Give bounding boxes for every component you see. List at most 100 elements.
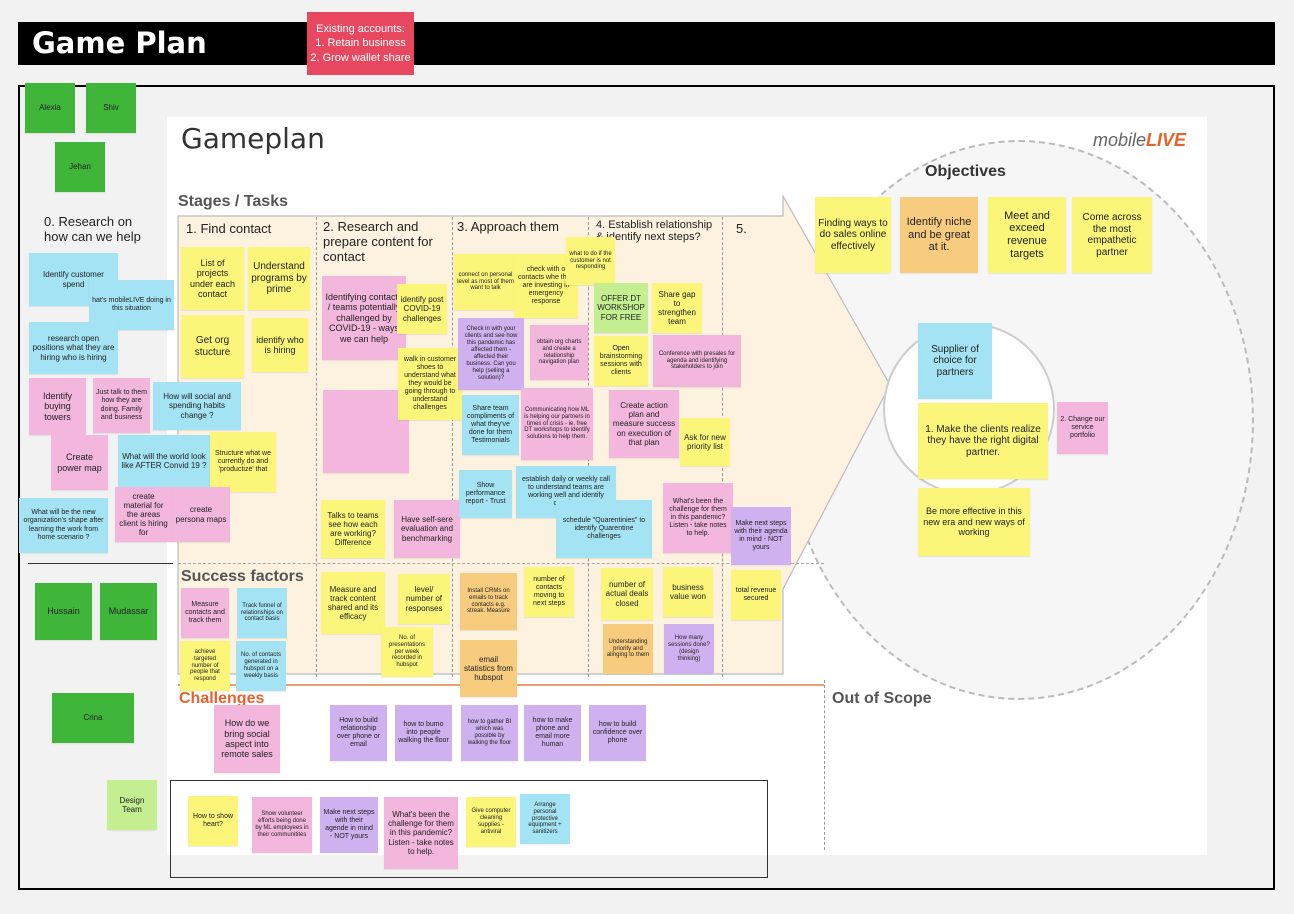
sticky-note[interactable]: total revenue secured [731, 570, 781, 620]
person-note-hussain[interactable]: Hussain [35, 583, 92, 640]
sticky-note[interactable]: What will the world look like AFTER Conv… [118, 435, 210, 487]
sticky-note[interactable]: Arrange personal protective equipment + … [520, 794, 570, 844]
sticky-note[interactable]: connect on personal level as most of the… [454, 254, 517, 310]
board-title: Gameplan [181, 122, 325, 155]
sticky-note[interactable]: obtain org charts and create a relations… [530, 325, 588, 380]
sticky-note[interactable]: Measure and track content shared and its… [321, 572, 385, 634]
sticky-note[interactable]: business value won [663, 567, 713, 617]
sticky-note[interactable]: Give computer cleaning supplies - antivi… [466, 797, 516, 847]
objective-note[interactable]: Come across the most empathetic partner [1072, 197, 1152, 273]
sticky-note[interactable]: Understand programs by prime [248, 247, 310, 310]
sticky-note[interactable]: No. of contacts generated in hubspot on … [236, 641, 286, 691]
objective-note[interactable]: Supplier of choice for partners [918, 323, 992, 399]
sticky-note[interactable]: how to build confidence over phone [589, 705, 646, 761]
sticky-note-blank[interactable] [323, 390, 409, 473]
sticky-note[interactable]: Create action plan and measure success o… [609, 390, 679, 458]
sticky-note[interactable]: Get org stucture [181, 315, 244, 378]
sticky-note[interactable]: achieve targeted number of people that r… [180, 641, 230, 691]
sticky-note[interactable]: Identifying contacts / teams potentially… [322, 276, 406, 360]
sticky-note[interactable]: hat's mobileLIVE doing in this situation [89, 280, 174, 330]
sticky-note[interactable]: identify post COVID-19 challenges [397, 284, 447, 334]
row-divider [28, 563, 173, 564]
sticky-note[interactable]: Show volunteer efforts being done by ML … [252, 797, 312, 853]
sticky-note[interactable]: Open brainstorming sessions with clients [594, 336, 648, 386]
objective-note[interactable]: 2. Change our service portfolio [1057, 402, 1108, 454]
sticky-note[interactable]: research open positions what they are hi… [29, 322, 118, 374]
sticky-note[interactable]: identify who is hiring [252, 318, 308, 372]
sticky-note[interactable]: Install CRMs on emails to track contacts… [460, 573, 517, 630]
sticky-note[interactable]: What's been the challenge for them in th… [663, 483, 733, 553]
sticky-note[interactable]: number of contacts moving to next steps [524, 567, 574, 617]
sticky-note[interactable]: what to do if the customer is not respon… [566, 237, 615, 285]
sticky-note[interactable]: Share team compliments of what they've d… [462, 395, 519, 455]
sticky-note[interactable]: OFFER DT WORKSHOP FOR FREE [594, 283, 648, 333]
sticky-note[interactable]: What's been the challenge for them in th… [384, 797, 458, 869]
sticky-note[interactable]: Show performance report - Trust [459, 470, 512, 518]
person-note-mudassar[interactable]: Mudassar [100, 583, 157, 640]
column-divider [316, 217, 317, 677]
sticky-note[interactable]: Check in with your clients and see how t… [458, 318, 524, 390]
out-of-scope-box [170, 780, 768, 878]
sticky-note[interactable]: How will social and spending habits chan… [153, 382, 241, 430]
sticky-note[interactable]: Ask for new priority list [680, 418, 730, 466]
sticky-note[interactable]: Share gap to strengthen team [652, 283, 702, 333]
logo-suffix: LIVE [1146, 130, 1187, 150]
sticky-note[interactable]: how to bumo into people walking the floo… [395, 705, 452, 761]
sticky-note[interactable]: create material for the areas client is … [115, 487, 172, 542]
objective-note[interactable]: Be more effective in this new era and ne… [918, 488, 1030, 556]
sticky-note[interactable]: Measure contacts and track them [181, 588, 229, 638]
existing-accounts-line1: Existing accounts: [316, 23, 405, 36]
sticky-note[interactable]: How to show heart? [188, 796, 238, 846]
sticky-note[interactable]: How many sessions done? (design thinking… [664, 624, 714, 674]
row-divider [178, 563, 824, 564]
sticky-note[interactable]: create persona maps [172, 487, 230, 542]
sticky-note[interactable]: Make next steps with their agende in min… [320, 797, 378, 853]
sticky-note[interactable]: Structure what we currently do and 'prod… [210, 432, 276, 492]
sticky-note[interactable]: List of projects under each contact [181, 247, 244, 310]
sticky-note[interactable]: number of actual deals closed [601, 568, 653, 620]
person-note-jehan[interactable]: Jehan [55, 142, 105, 192]
sticky-note[interactable]: Track funnel of relationships on contact… [237, 588, 287, 638]
header-bar [18, 22, 1275, 65]
out-of-scope-label: Out of Scope [832, 690, 932, 707]
sticky-note[interactable]: Make next steps with their agenda in min… [731, 507, 791, 565]
sticky-note[interactable]: Just talk to them how they are doing. Fa… [93, 378, 150, 433]
objective-note[interactable]: 1. Make the clients realize they have th… [918, 403, 1048, 479]
person-note-crina[interactable]: Crina [52, 693, 134, 743]
sticky-note[interactable]: Identify customer spend [29, 253, 118, 306]
sticky-note[interactable]: What will be the new organization's shap… [19, 498, 108, 553]
existing-accounts-line3: 2. Grow wallet share [310, 51, 411, 64]
existing-accounts-note[interactable]: Existing accounts: 1. Retain business 2.… [307, 12, 414, 75]
sticky-note[interactable]: Create power map [51, 435, 108, 490]
challenges-label: Challenges [179, 690, 265, 707]
objective-note[interactable]: Finding ways to do sales online effectiv… [815, 197, 891, 273]
column-divider [824, 680, 825, 850]
logo-prefix: mobile [1093, 130, 1147, 150]
person-note-shiv[interactable]: Shiv [86, 83, 136, 133]
person-note-alexia[interactable]: Alexia [25, 83, 75, 133]
objective-note[interactable]: Identify niche and be great at it. [900, 197, 978, 273]
sticky-note[interactable]: email statistics from hubspot [460, 640, 517, 697]
column-header-five: 5. [736, 221, 747, 236]
person-note-design-team[interactable]: Design Team [107, 780, 157, 830]
sticky-note[interactable]: level/ number of responses [398, 574, 450, 624]
page-title: Game Plan [32, 26, 207, 60]
column-header-approach: 3. Approach them [457, 219, 559, 234]
sticky-note[interactable]: Have self-sere evaluation and benchmarki… [394, 500, 460, 558]
sticky-note[interactable]: How to build relationship over phone or … [330, 705, 387, 761]
sticky-note[interactable]: schedule "Quarentinies" to identify Quar… [556, 500, 652, 558]
sticky-note[interactable]: Communicating how ML is helping our part… [521, 388, 593, 460]
sticky-note[interactable]: Conference with presales for agenda and … [653, 335, 741, 387]
column-header-research: 0. Research on how can we help [44, 214, 141, 244]
existing-accounts-line2: 1. Retain business [315, 37, 406, 50]
sticky-note[interactable]: Understanding priority and alinging to t… [603, 624, 653, 674]
sticky-note[interactable]: walk in customer shoes to understand wha… [398, 348, 462, 420]
sticky-note[interactable]: Talks to teams see how each are working?… [321, 500, 385, 558]
sticky-note[interactable]: How do we bring social aspect into remot… [214, 705, 280, 773]
sticky-note[interactable]: No. of presentations per week recorded i… [381, 627, 433, 677]
objective-note[interactable]: Meet and exceed revenue targets [988, 197, 1066, 273]
sticky-note[interactable]: how to gather BI which was possible by w… [461, 705, 518, 761]
sticky-note[interactable]: check with o contacts whe they are inves… [514, 254, 578, 318]
sticky-note[interactable]: Identify buying towers [29, 378, 86, 435]
sticky-note[interactable]: how to make phone and email more human [524, 705, 581, 761]
